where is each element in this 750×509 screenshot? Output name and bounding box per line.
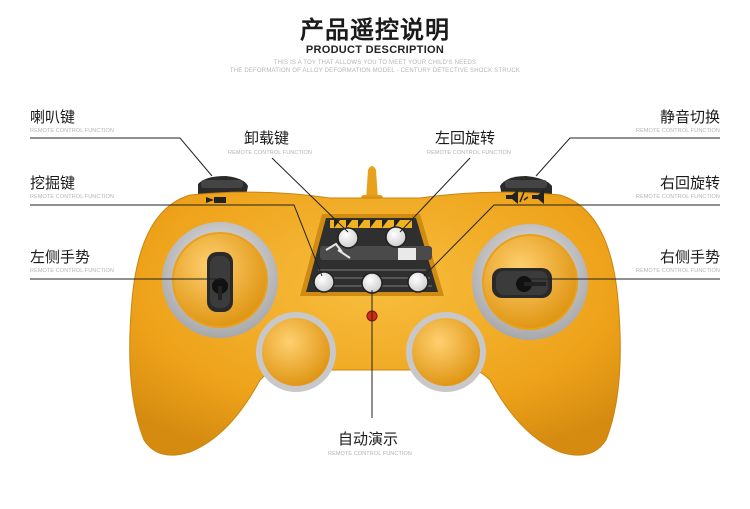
- left-rotate-button[interactable]: [385, 226, 407, 248]
- label-left-rotate: 左回旋转: [435, 129, 496, 147]
- caption-right-rotate: REMOTE CONTROL FUNCTION: [636, 194, 720, 200]
- right-joystick[interactable]: [492, 268, 552, 298]
- label-dig-key: 挖掘键: [30, 174, 76, 192]
- callout-lines: [30, 137, 720, 418]
- caption-horn-key: REMOTE CONTROL FUNCTION: [30, 128, 114, 134]
- label-right-gesture: 右侧手势: [659, 248, 720, 266]
- label-horn-key: 喇叭键: [30, 108, 76, 126]
- page-subtitle: PRODUCT DESCRIPTION: [305, 44, 445, 56]
- label-right-rotate: 右回旋转: [659, 174, 720, 192]
- description-line-1: THIS IS A TOY THAT ALLOWS YOU TO MEET YO…: [273, 60, 477, 66]
- right-thumb-pad[interactable]: [406, 312, 486, 392]
- caption-left-rotate: REMOTE CONTROL FUNCTION: [427, 150, 511, 156]
- caption-dig-key: REMOTE CONTROL FUNCTION: [30, 194, 114, 200]
- label-auto-demo: 自动演示: [338, 430, 399, 448]
- hazard-stripes: [330, 220, 412, 228]
- caption-left-gesture: REMOTE CONTROL FUNCTION: [30, 268, 114, 274]
- right-rotate-button[interactable]: [407, 271, 429, 293]
- label-unload-key: 卸载键: [244, 129, 290, 147]
- label-left-gesture: 左侧手势: [30, 248, 91, 266]
- excavator-icon: [320, 242, 432, 260]
- caption-mute-toggle: REMOTE CONTROL FUNCTION: [636, 128, 720, 134]
- caption-right-gesture: REMOTE CONTROL FUNCTION: [636, 268, 720, 274]
- label-mute-toggle: 静音切换: [659, 108, 720, 126]
- caption-auto-demo: REMOTE CONTROL FUNCTION: [328, 451, 412, 457]
- horn-icon: [206, 197, 226, 203]
- description-line-2: THE DEFORMATION OF ALLOY DEFORMATION MOD…: [229, 68, 521, 74]
- dig-button[interactable]: [313, 271, 335, 293]
- caption-unload-key: REMOTE CONTROL FUNCTION: [228, 150, 312, 156]
- left-joystick[interactable]: [207, 252, 233, 312]
- mute-toggle-icon: [506, 190, 544, 204]
- unload-button[interactable]: [337, 227, 359, 249]
- page-title: 产品遥控说明: [300, 16, 450, 44]
- left-thumb-pad[interactable]: [256, 312, 336, 392]
